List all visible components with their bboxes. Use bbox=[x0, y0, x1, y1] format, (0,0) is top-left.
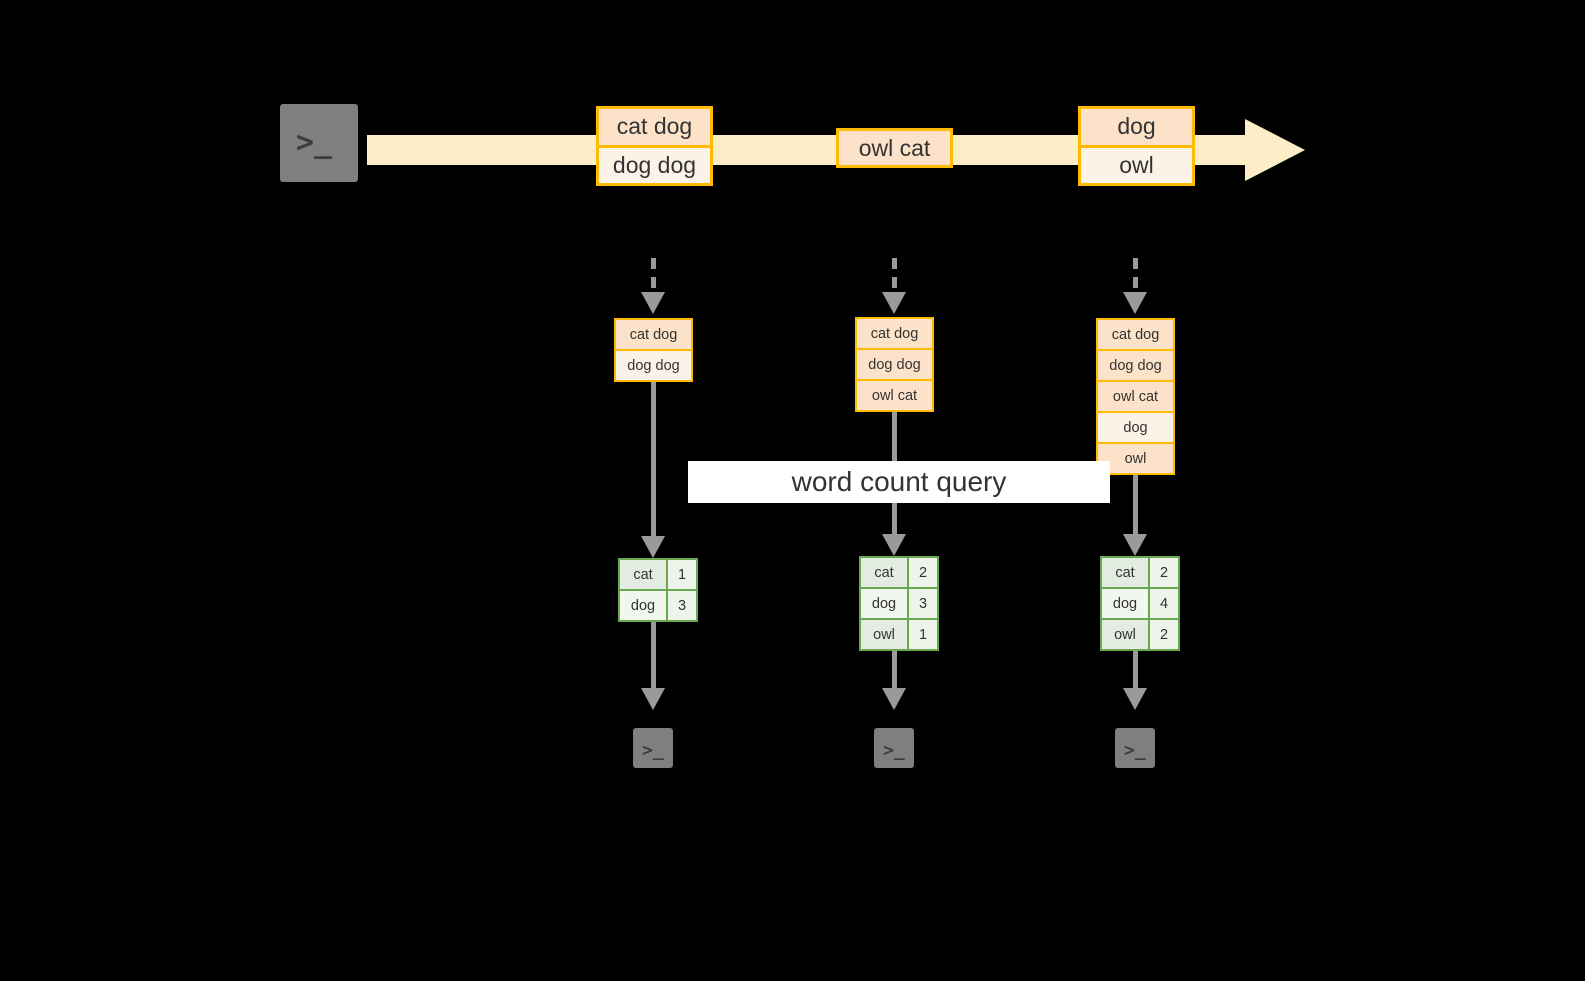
source-terminal-icon: >_ bbox=[271, 95, 367, 191]
snapshot-2-input-row: dog dog bbox=[857, 348, 932, 379]
snapshot-3-input-table: cat dog dog dog owl cat dog owl bbox=[1096, 318, 1175, 475]
snapshot-1-result-table: cat 1 dog 3 bbox=[618, 558, 698, 622]
result-word-cell: dog bbox=[861, 589, 907, 618]
snapshot-2-input-row: owl cat bbox=[857, 379, 932, 410]
snapshot-3-sink-arrow-head-icon bbox=[1123, 688, 1147, 710]
table-row: cat 2 bbox=[861, 558, 937, 587]
query-label-banner: word count query bbox=[688, 461, 1110, 503]
terminal-prompt-glyph: >_ bbox=[1124, 740, 1146, 761]
result-count-cell: 3 bbox=[907, 589, 937, 618]
snapshot-3-query-arrow-head-icon bbox=[1123, 534, 1147, 556]
result-count-cell: 2 bbox=[1148, 620, 1178, 649]
stream-record-line: owl cat bbox=[839, 131, 950, 165]
snapshot-1-sink-arrow-head-icon bbox=[641, 688, 665, 710]
snapshot-1-query-connector bbox=[651, 382, 656, 544]
query-label-text: word count query bbox=[791, 466, 1007, 497]
snapshot-1-input-row: cat dog bbox=[616, 320, 691, 349]
table-row: owl 2 bbox=[1102, 618, 1178, 649]
stream-record-line: owl bbox=[1081, 144, 1192, 183]
table-row: dog 4 bbox=[1102, 587, 1178, 618]
snapshot-2-query-arrow-head-icon bbox=[882, 534, 906, 556]
table-row: dog 3 bbox=[620, 589, 696, 620]
snapshot-2-sink-terminal-icon: >_ bbox=[865, 719, 923, 777]
result-word-cell: cat bbox=[620, 560, 666, 589]
terminal-prompt-glyph: >_ bbox=[883, 740, 905, 761]
snapshot-1-query-arrow-head-icon bbox=[641, 536, 665, 558]
result-count-cell: 1 bbox=[666, 560, 696, 589]
result-count-cell: 4 bbox=[1148, 589, 1178, 618]
snapshot-1-input-table: cat dog dog dog bbox=[614, 318, 693, 382]
result-count-cell: 2 bbox=[1148, 558, 1178, 587]
snapshot-1-dashed-arrow-head-icon bbox=[641, 292, 665, 314]
snapshot-1-input-row: dog dog bbox=[616, 349, 691, 380]
stream-record-2: owl cat bbox=[836, 128, 953, 168]
result-count-cell: 3 bbox=[666, 591, 696, 620]
snapshot-1-dashed-connector bbox=[651, 258, 656, 296]
table-row: owl 1 bbox=[861, 618, 937, 649]
snapshot-3-result-table: cat 2 dog 4 owl 2 bbox=[1100, 556, 1180, 651]
snapshot-2-sink-connector bbox=[892, 651, 897, 696]
snapshot-3-input-row: dog bbox=[1098, 411, 1173, 442]
result-count-cell: 1 bbox=[907, 620, 937, 649]
snapshot-2-sink-arrow-head-icon bbox=[882, 688, 906, 710]
snapshot-2-input-row: cat dog bbox=[857, 319, 932, 348]
result-word-cell: owl bbox=[1102, 620, 1148, 649]
table-row: cat 1 bbox=[620, 560, 696, 589]
table-row: cat 2 bbox=[1102, 558, 1178, 587]
snapshot-2-dashed-connector bbox=[892, 258, 897, 296]
terminal-prompt-glyph: >_ bbox=[642, 740, 664, 761]
result-word-cell: cat bbox=[861, 558, 907, 587]
snapshot-3-query-connector bbox=[1133, 475, 1138, 543]
snapshot-2-result-table: cat 2 dog 3 owl 1 bbox=[859, 556, 939, 651]
result-word-cell: owl bbox=[861, 620, 907, 649]
stream-arrow-head-icon bbox=[1245, 119, 1305, 181]
terminal-prompt-glyph: >_ bbox=[296, 125, 333, 160]
snapshot-3-dashed-arrow-head-icon bbox=[1123, 292, 1147, 314]
snapshot-1-sink-connector bbox=[651, 622, 656, 696]
result-count-cell: 2 bbox=[907, 558, 937, 587]
result-word-cell: dog bbox=[1102, 589, 1148, 618]
snapshot-1-sink-terminal-icon: >_ bbox=[624, 719, 682, 777]
snapshot-3-input-row: dog dog bbox=[1098, 349, 1173, 380]
snapshot-3-input-row: owl bbox=[1098, 442, 1173, 473]
snapshot-3-input-row: owl cat bbox=[1098, 380, 1173, 411]
snapshot-3-dashed-connector bbox=[1133, 258, 1138, 296]
snapshot-3-sink-connector bbox=[1133, 651, 1138, 696]
stream-record-3: dog owl bbox=[1078, 106, 1195, 186]
snapshot-2-dashed-arrow-head-icon bbox=[882, 292, 906, 314]
snapshot-3-sink-terminal-icon: >_ bbox=[1106, 719, 1164, 777]
stream-record-line: dog dog bbox=[599, 144, 710, 183]
table-row: dog 3 bbox=[861, 587, 937, 618]
result-word-cell: cat bbox=[1102, 558, 1148, 587]
stream-record-line: dog bbox=[1081, 109, 1192, 145]
stream-record-line: cat dog bbox=[599, 109, 710, 145]
snapshot-2-input-table: cat dog dog dog owl cat bbox=[855, 317, 934, 412]
snapshot-3-input-row: cat dog bbox=[1098, 320, 1173, 349]
stream-record-1: cat dog dog dog bbox=[596, 106, 713, 186]
result-word-cell: dog bbox=[620, 591, 666, 620]
